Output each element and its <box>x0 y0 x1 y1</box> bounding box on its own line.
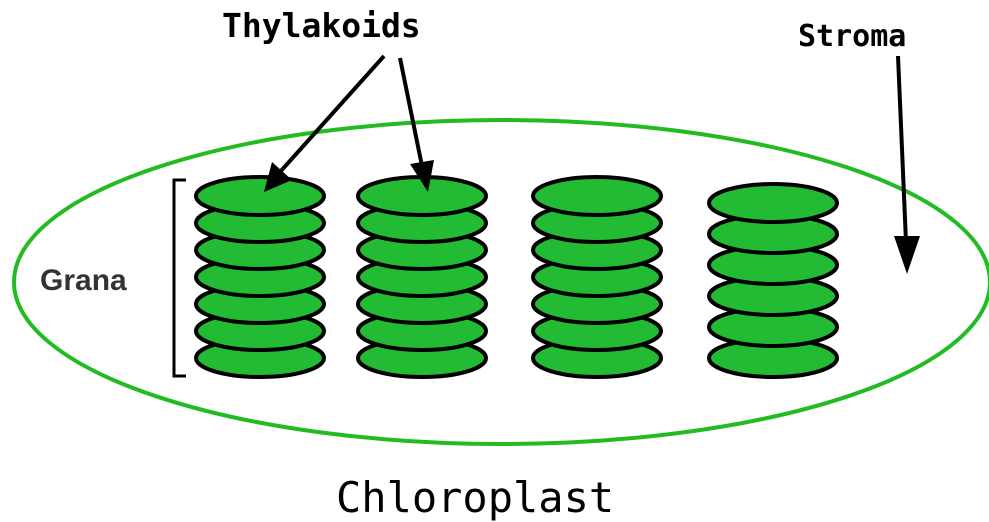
thylakoids-label: Thylakoids <box>222 6 421 45</box>
stroma-arrow <box>894 56 920 274</box>
thylakoid-disc <box>196 177 324 215</box>
thylakoid-disc <box>533 177 661 215</box>
thylakoid-arrow-left <box>264 56 384 192</box>
grana-stacks <box>196 177 837 377</box>
granum-stack <box>533 177 661 377</box>
thylakoid-disc <box>709 184 837 222</box>
thylakoid-disc <box>358 177 486 215</box>
granum-stack <box>358 177 486 377</box>
granum-stack <box>196 177 324 377</box>
granum-stack <box>709 184 837 377</box>
chloroplast-membrane <box>14 120 989 444</box>
grana-label: Grana <box>40 264 127 297</box>
stroma-label: Stroma <box>798 19 906 54</box>
grana-bracket <box>174 180 186 376</box>
chloroplast-caption: Chloroplast <box>336 473 614 522</box>
